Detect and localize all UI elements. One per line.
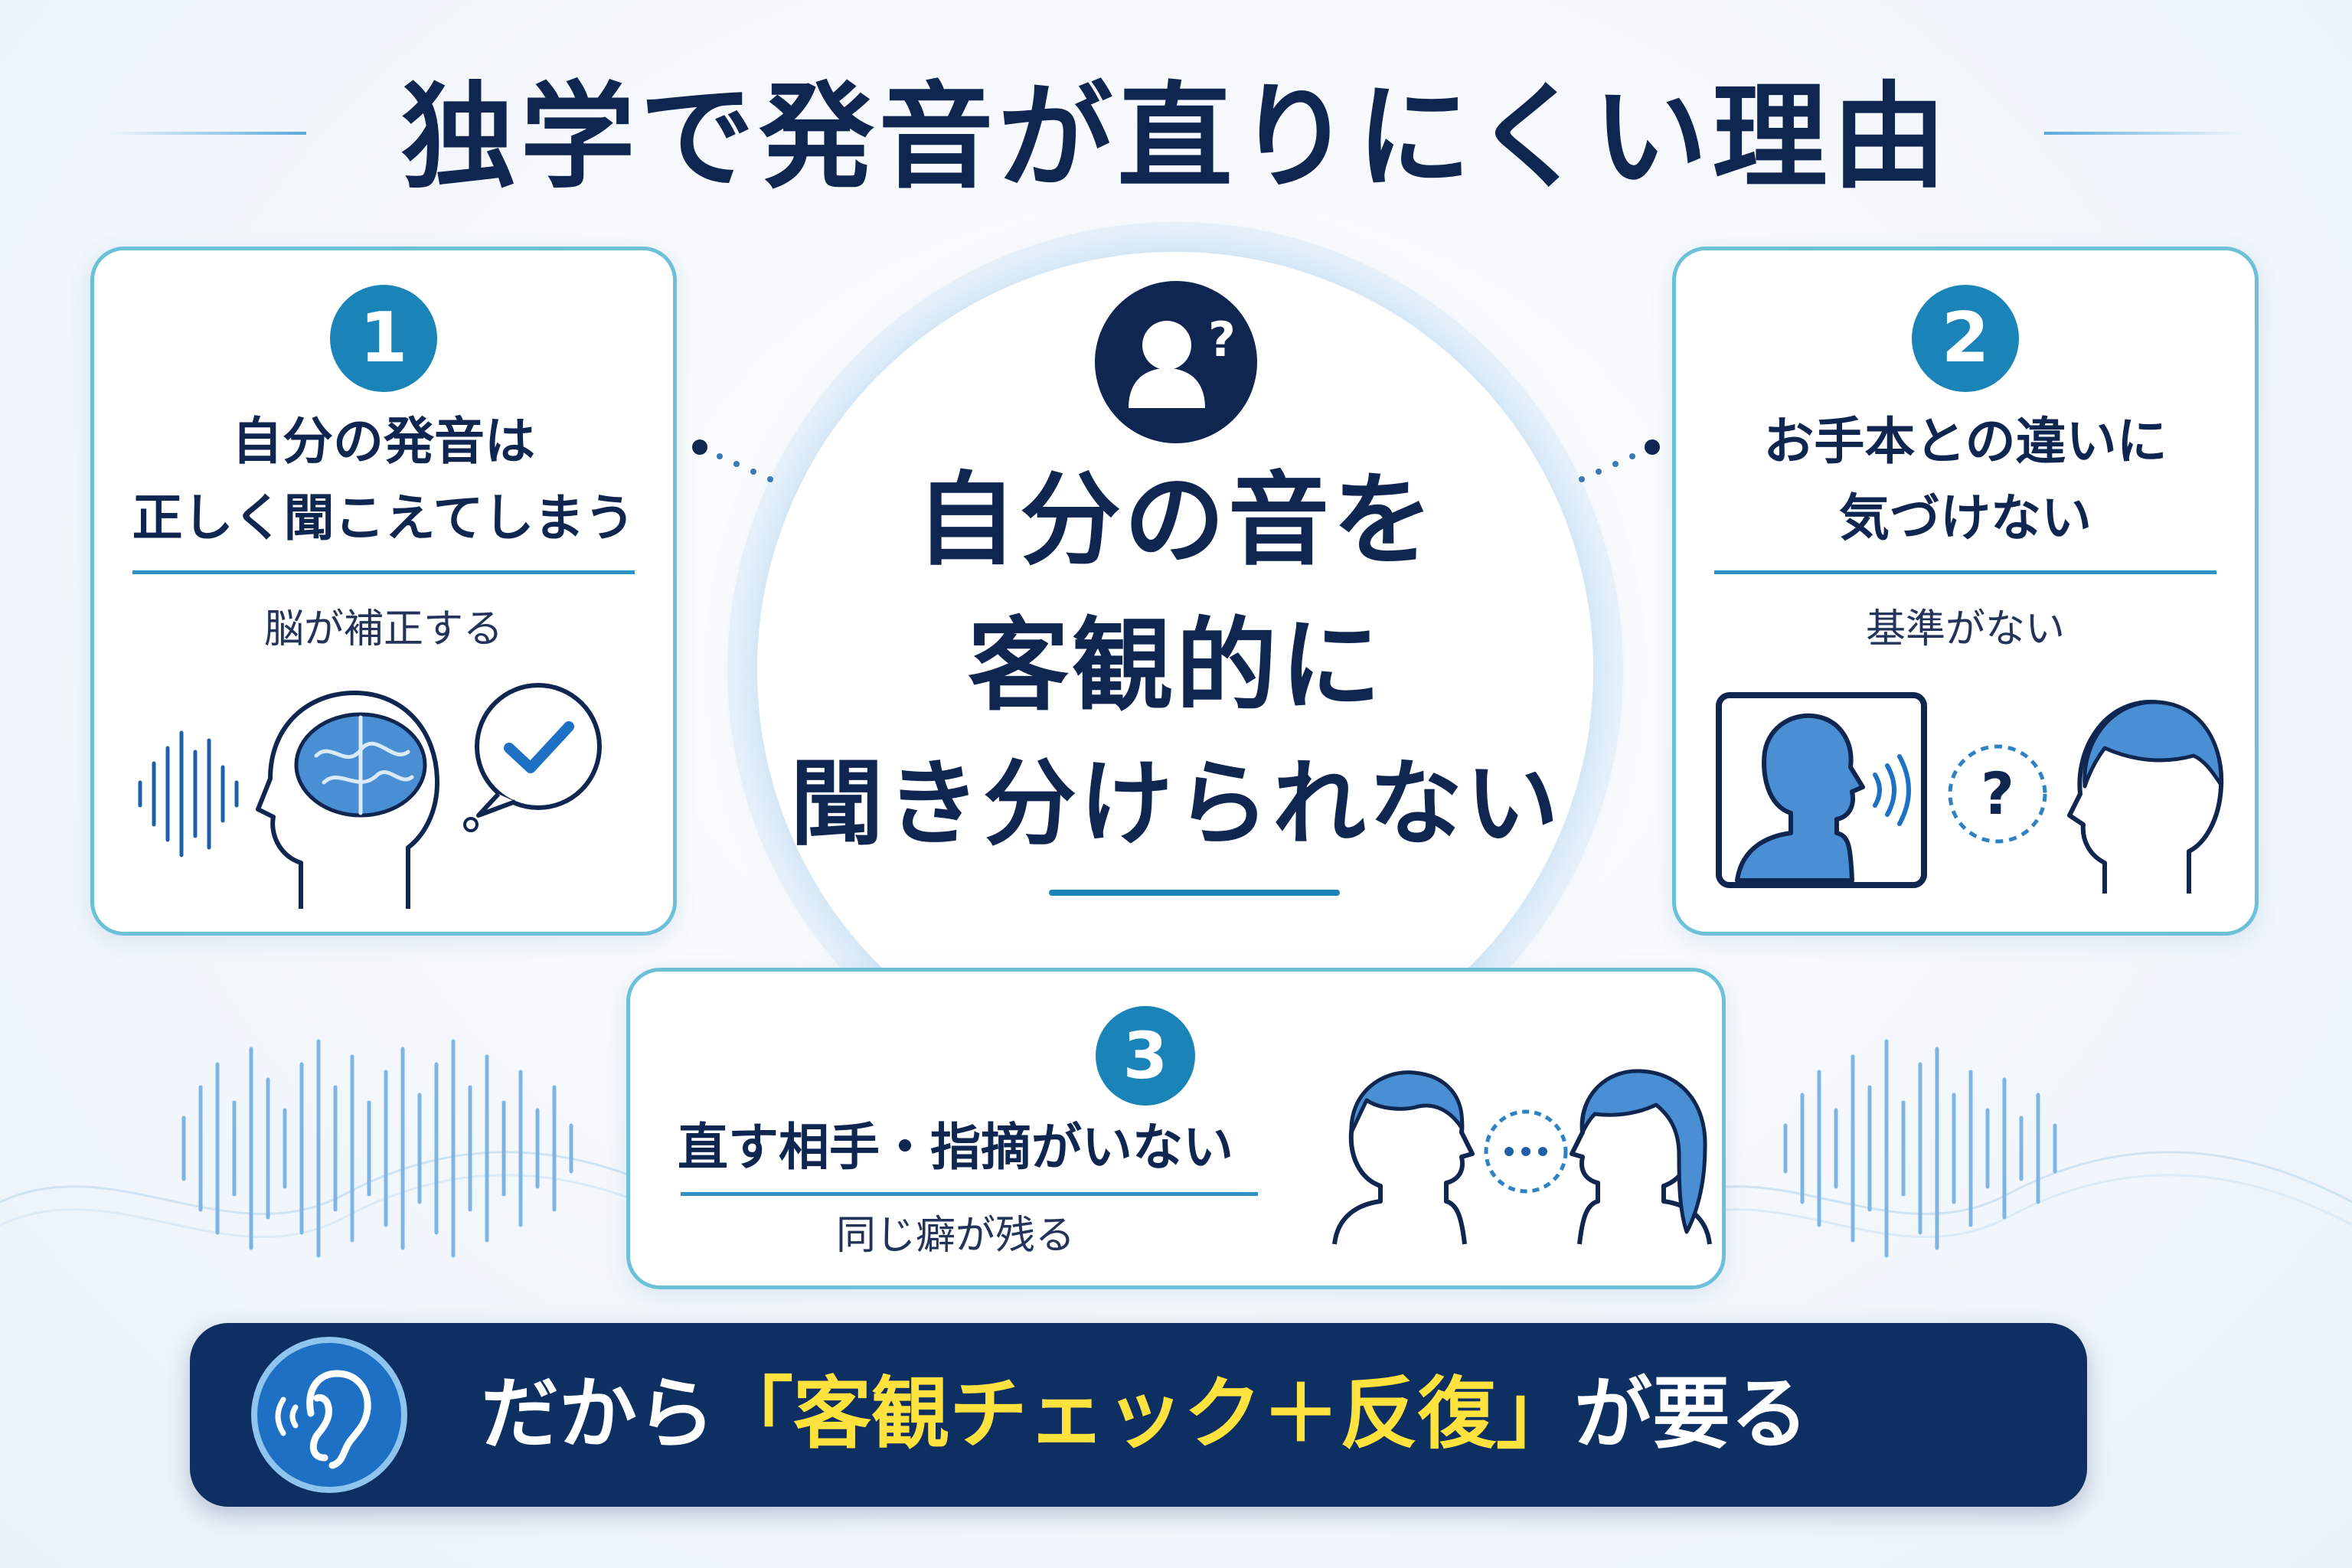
video-speaker-icon bbox=[1716, 692, 1927, 888]
listener-head-icon bbox=[2067, 700, 2224, 893]
svg-text:?: ? bbox=[1981, 760, 2014, 828]
card-subtitle: 同じ癖が残る bbox=[835, 1213, 1075, 1259]
center-text-line-3: 聞き分けられない bbox=[790, 750, 1562, 858]
center-text-line-2: 客観的に bbox=[968, 607, 1384, 725]
card-title-line-1: お手本との違いに bbox=[1763, 412, 2167, 471]
reason-card-2: 2 お手本との違いに 気づけない 基準がない ? bbox=[1672, 247, 2259, 936]
center-divider bbox=[1049, 890, 1340, 896]
svg-text:?: ? bbox=[1208, 312, 1236, 368]
man-head-icon bbox=[1332, 1070, 1475, 1245]
card-title-line-2: 気づけない bbox=[1839, 488, 2092, 547]
banner-suffix: が要る bbox=[1574, 1369, 1808, 1460]
card-subtitle: 脳が補正する bbox=[263, 606, 503, 652]
head-brain-icon bbox=[256, 691, 439, 909]
question-circle-icon: ? bbox=[1948, 744, 2047, 844]
card-number-badge: 1 bbox=[330, 285, 437, 392]
card-title-line-1: 直す相手・指摘がいない bbox=[678, 1118, 1233, 1177]
woman-head-icon bbox=[1570, 1069, 1712, 1245]
card-divider bbox=[132, 570, 635, 574]
card-divider bbox=[1714, 570, 2216, 574]
sound-wave-icon bbox=[138, 730, 239, 858]
connector-left bbox=[692, 439, 773, 482]
conclusion-banner: だから「客観チェック＋反復」が要る bbox=[190, 1323, 2087, 1507]
card-number-badge: 2 bbox=[1912, 285, 2019, 392]
speech-bubble-check-icon bbox=[463, 683, 602, 832]
reason-card-1: 1 自分の発音は 正しく聞こえてしまう 脳が補正する bbox=[90, 247, 677, 936]
page-title: 独学で発音が直りにくい理由 bbox=[400, 71, 1952, 204]
card-title-line-1: 自分の発音は bbox=[232, 412, 535, 471]
background-wave-left bbox=[0, 1039, 689, 1258]
center-text-line-1: 自分の音を bbox=[916, 462, 1436, 580]
card-title-line-2: 正しく聞こえてしまう bbox=[132, 488, 635, 547]
banner-highlight: 「客観チェック＋反復」 bbox=[715, 1369, 1574, 1460]
person-question-icon: ? bbox=[1095, 281, 1257, 443]
ear-sound-icon bbox=[275, 1370, 371, 1469]
banner-message: だから「客観チェック＋反復」が要る bbox=[481, 1323, 1808, 1507]
banner-prefix: だから bbox=[481, 1369, 715, 1460]
card-number-badge: 3 bbox=[1096, 1006, 1195, 1106]
reason-card-3: 3 直す相手・指摘がいない 同じ癖が残る bbox=[626, 968, 1726, 1289]
card-divider bbox=[681, 1192, 1258, 1196]
card-subtitle: 基準がない bbox=[1865, 606, 2065, 652]
banner-icon-circle bbox=[251, 1337, 407, 1493]
ellipsis-circle-icon bbox=[1484, 1109, 1568, 1194]
title-rule-right bbox=[2044, 132, 2243, 135]
connector-right bbox=[1579, 439, 1660, 482]
title-rule-left bbox=[107, 132, 306, 135]
background-wave-right bbox=[1663, 1039, 2352, 1258]
